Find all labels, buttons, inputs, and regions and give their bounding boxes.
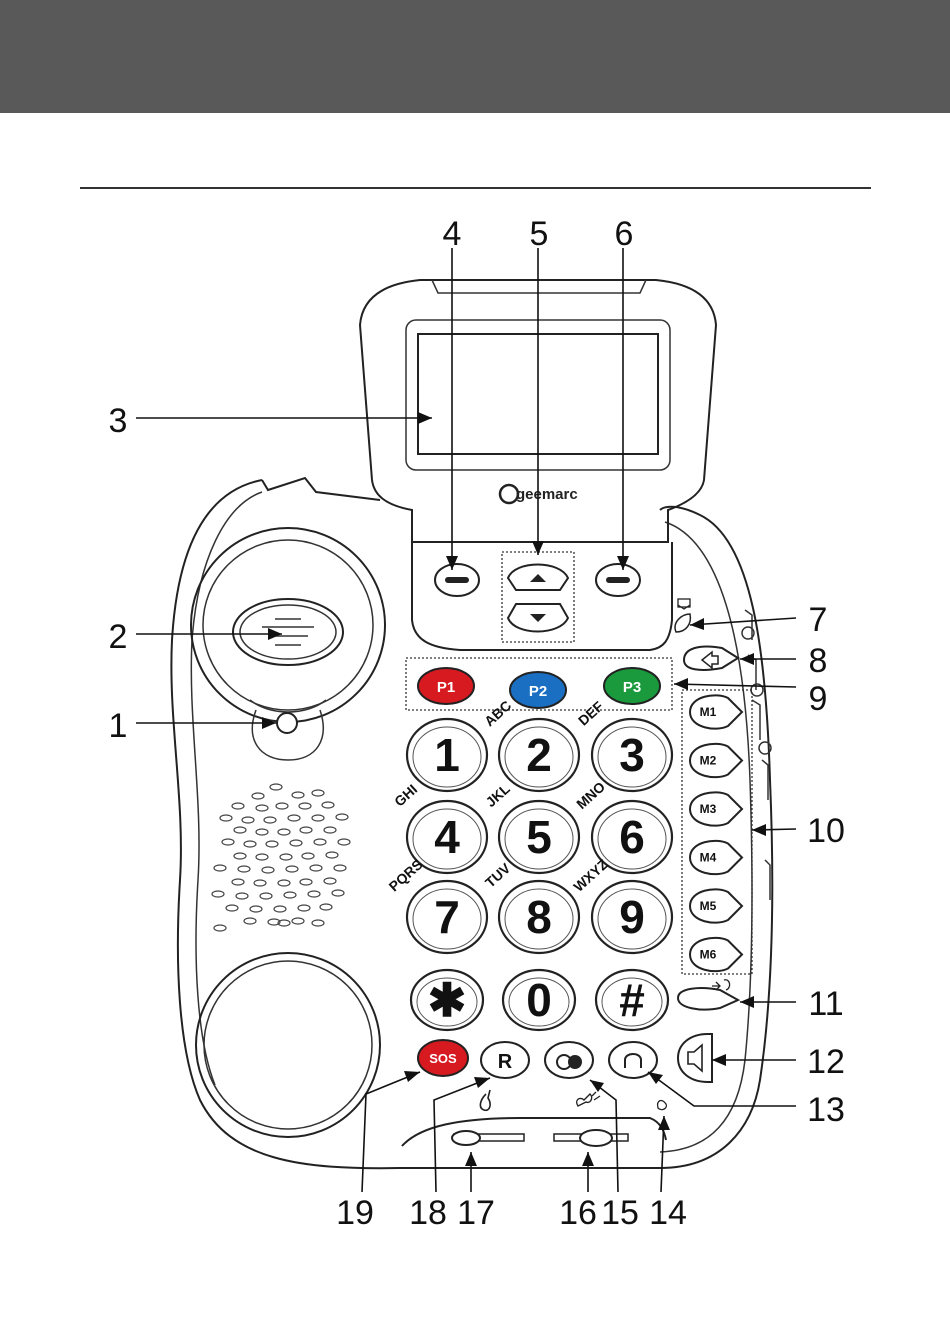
callout-3: 3 [109,402,128,440]
key-letters: PQRS [386,856,426,894]
key-3[interactable]: 3 DEF [575,698,672,791]
key-letters: DEF [575,698,607,729]
message-indicator [675,599,690,632]
memory-key-group [682,690,752,974]
callout-8: 8 [809,642,828,680]
key-letters: GHI [391,781,420,810]
callout-7: 7 [809,601,828,639]
melody-slider[interactable] [452,1131,524,1145]
key-digit: 3 [619,729,645,781]
key-digit: 2 [526,729,552,781]
callout-6: 6 [615,215,634,253]
handset-rest [196,953,380,1137]
speakerphone-button[interactable] [678,1034,712,1082]
key-digit: ✱ [428,974,467,1026]
key-letters: MNO [573,778,608,812]
key-2[interactable]: 2 ABC [481,697,579,791]
callout-2: 2 [109,618,128,656]
svg-text:SOS: SOS [429,1051,457,1066]
memory-key-m2[interactable]: M2 [690,744,742,777]
photo-key-p1[interactable]: P1 [418,668,474,704]
key-digit: 8 [526,891,552,943]
callout-4: 4 [443,215,462,253]
svg-text:geemarc: geemarc [516,486,578,503]
memory-keys: M1M2M3M4M5M6 [690,695,742,971]
boost-button[interactable] [545,1042,593,1078]
photo-key-label: P1 [437,679,455,696]
key-letters: JKL [482,780,513,810]
callout-5: 5 [530,215,549,253]
callout-10: 10 [807,812,845,850]
ringer-volume-icon [577,1092,600,1106]
memory-key-m1[interactable]: M1 [690,695,742,728]
key-digit: 9 [619,891,645,943]
flash-button[interactable] [678,980,738,1010]
key-digit: 7 [434,891,460,943]
up-arrow-key[interactable] [508,565,568,591]
key-12[interactable]: # [596,970,668,1030]
key-digit: 4 [434,811,460,863]
callout-15: 15 [601,1194,639,1232]
callout-19: 19 [336,1194,374,1232]
key-6[interactable]: 6 MNO [573,778,672,873]
sos-button[interactable]: SOS [418,1040,468,1076]
key-11[interactable]: 0 [503,970,575,1030]
svg-text:R: R [498,1051,513,1073]
callout-1: 1 [109,707,128,745]
right-soft-key[interactable] [596,564,640,596]
key-5[interactable]: 5 JKL [482,780,579,873]
memory-key-label: M6 [700,948,717,962]
key-1[interactable]: 1 [407,719,487,791]
left-soft-key[interactable] [435,564,479,596]
memory-key-label: M1 [700,705,717,719]
callout-18: 18 [409,1194,447,1232]
memory-key-m6[interactable]: M6 [690,938,742,971]
key-4[interactable]: 4 GHI [391,781,487,873]
memory-key-label: M2 [700,754,717,768]
key-digit: 1 [434,729,460,781]
key-digit: 5 [526,811,552,863]
key-letters: TUV [482,860,514,891]
callout-17: 17 [457,1194,495,1232]
memory-key-label: M4 [700,851,717,865]
down-arrow-key[interactable] [508,604,568,632]
memory-key-label: M3 [700,802,717,816]
ring-indicator [658,1101,667,1110]
photo-key-p2[interactable]: P2 [510,672,566,708]
callout-16: 16 [559,1194,597,1232]
recall-button[interactable]: R [481,1042,529,1078]
memory-key-m3[interactable]: M3 [690,792,742,825]
loudspeaker-grille [212,784,350,931]
geemarc-logo: geemarc [500,485,578,503]
photo-key-label: P2 [529,683,547,700]
ringer-melody-icon [480,1090,490,1110]
callout-13: 13 [807,1091,845,1129]
key-10[interactable]: ✱ [411,970,483,1030]
photo-keys: P1 P2 P3 [418,668,660,708]
memory-key-m4[interactable]: M4 [690,841,742,874]
callout-12: 12 [807,1043,845,1081]
callout-14: 14 [649,1194,687,1232]
key-digit: 6 [619,811,645,863]
key-digit: 0 [526,974,552,1026]
callout-11: 11 [808,985,843,1023]
photo-key-label: P3 [623,679,641,696]
redial-button[interactable] [684,647,738,670]
memory-key-label: M5 [700,899,717,913]
callout-9: 9 [809,680,828,718]
handset-cradle [191,528,385,722]
handset-receiver-grille [233,599,343,665]
memory-key-m5[interactable]: M5 [690,889,742,922]
key-digit: # [619,974,645,1026]
key-8[interactable]: 8 TUV [482,860,579,953]
photo-key-p3[interactable]: P3 [604,668,660,704]
key-letters: ABC [481,697,514,729]
